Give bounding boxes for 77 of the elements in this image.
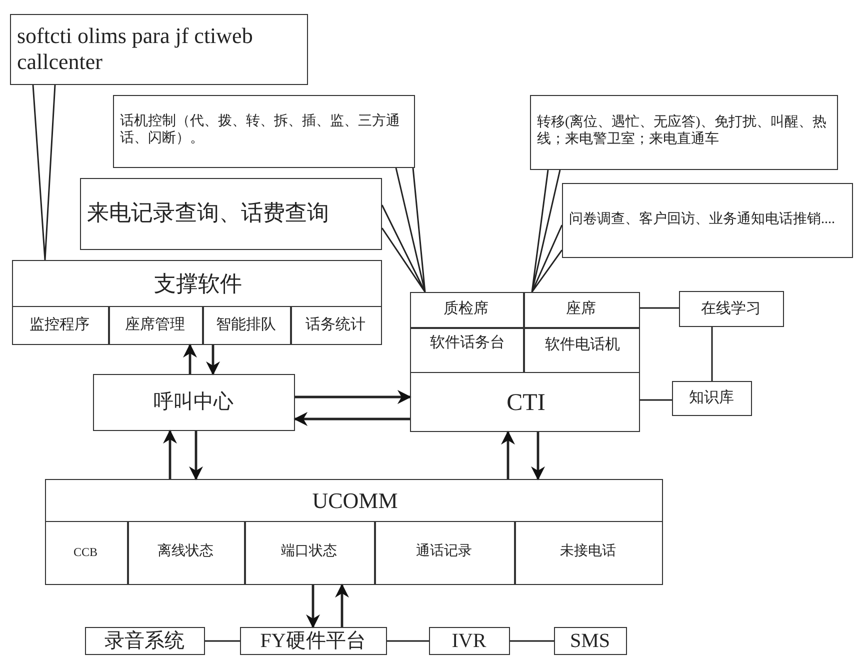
connector-line [711, 327, 713, 381]
arrow [335, 584, 349, 627]
module-box [672, 381, 752, 416]
module-cell [44, 520, 128, 584]
arrow [189, 431, 203, 480]
arrow [306, 585, 320, 628]
module-cell [108, 306, 202, 344]
box-label: FY硬件平台 [259, 628, 367, 653]
module-cell [410, 328, 524, 372]
arrow [183, 344, 197, 374]
box-label: 离线状态 [156, 542, 214, 561]
box-label: CTI [506, 389, 546, 418]
box-label: 在线学习 [700, 300, 762, 318]
connector-line [387, 640, 429, 642]
callout-text: 问卷调查、客户回访、业务通知电话推销.... [568, 210, 836, 229]
module-cell [524, 292, 640, 328]
box-label: 监控程序 [28, 315, 90, 334]
box-label: 软件话务台 [429, 334, 506, 352]
box-label: 端口状态 [280, 542, 338, 561]
callout-box [80, 178, 382, 250]
module-box [93, 374, 295, 431]
module-cell [524, 328, 640, 372]
module-cell [410, 292, 524, 328]
connector-line [205, 640, 240, 642]
module-cell [128, 520, 244, 584]
callout-box [10, 14, 308, 85]
box-label: UCOMM [311, 486, 399, 515]
callout-box [530, 95, 838, 170]
module-box [679, 291, 784, 327]
callout-pointer [32, 84, 56, 261]
connector-line [640, 399, 672, 401]
module-cell [202, 306, 290, 344]
arrow [501, 430, 515, 479]
arrow [295, 390, 412, 404]
box-label: SMS [568, 628, 612, 653]
box-label: 录音系统 [104, 628, 186, 653]
box-label: 话务统计 [304, 316, 366, 334]
callout-box [562, 183, 853, 258]
box-label: 通话记录 [415, 542, 473, 561]
module-box [45, 479, 663, 585]
box-label: 软件电话机 [544, 336, 621, 354]
box-label: 座席 [565, 299, 597, 319]
module-cell [514, 520, 662, 584]
callout-pointer [381, 204, 426, 293]
box-label: 座席管理 [124, 315, 186, 334]
callout-pointer [395, 167, 426, 293]
module-cell [12, 306, 108, 344]
arrow [531, 432, 545, 480]
module-box [12, 260, 382, 345]
module-box [429, 627, 510, 655]
callout-pointer [531, 224, 563, 293]
callout-text: 来电记录查询、话费查询 [86, 199, 330, 228]
connector-line [510, 640, 554, 642]
arrow [163, 430, 177, 479]
module-cell [244, 520, 374, 584]
callout-text: softcti olims para jf ctiweb callcenter [16, 22, 254, 76]
callout-pointer [531, 169, 561, 293]
module-cell [374, 520, 514, 584]
arrow [206, 345, 220, 376]
box-label: 未接电话 [559, 542, 617, 561]
module-box [554, 627, 627, 655]
callout-text: 转移(离位、遇忙、无应答)、免打扰、叫醒、热线；来电警卫室；来电直通车 [536, 113, 828, 149]
box-label: 知识库 [688, 388, 735, 408]
module-cell [290, 306, 382, 344]
callout-box [113, 95, 415, 168]
connector-line [640, 307, 679, 309]
module-box [240, 627, 387, 655]
arrow [294, 412, 410, 426]
box-label: 质检席 [442, 299, 490, 319]
box-label: 智能排队 [215, 316, 277, 334]
callout-text: 话机控制（代、拨、转、拆、插、监、三方通话、闪断）。 [119, 112, 401, 148]
module-box [85, 627, 205, 655]
box-label: IVR [450, 628, 488, 653]
box-label: 呼叫中心 [152, 390, 234, 415]
box-label: CCB [72, 544, 98, 561]
module-box [410, 292, 640, 432]
box-label: 支撑软件 [153, 270, 243, 298]
